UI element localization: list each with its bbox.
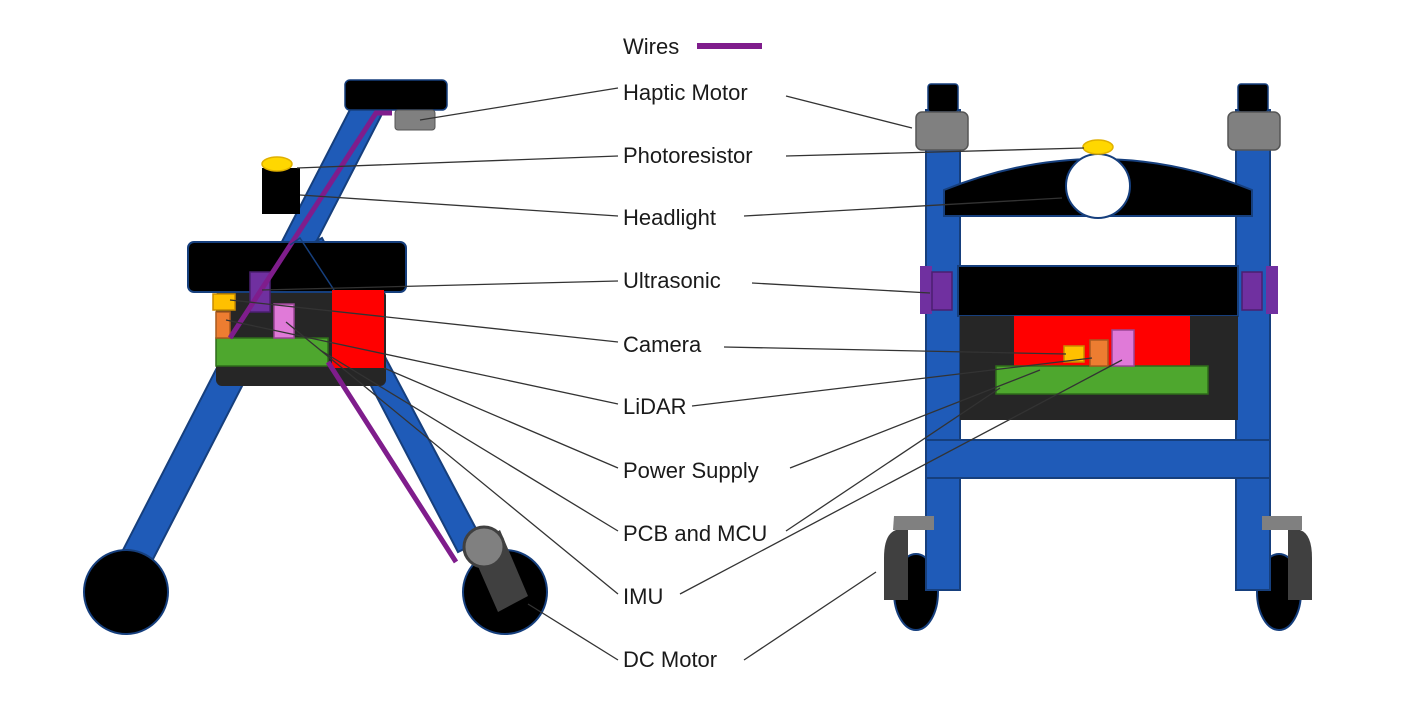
label-imu: IMU [623, 584, 663, 609]
side-dc-motor-cap [462, 525, 506, 569]
front-right-caster-arm [1288, 530, 1312, 600]
leader-ultrasonic-right [751, 282, 931, 294]
leader-photo-left [296, 155, 619, 169]
front-view [884, 83, 1312, 631]
front-ultrasonic-bar [957, 265, 1239, 317]
leader-lidar-left [225, 319, 619, 405]
side-camera [212, 293, 236, 311]
side-lidar [215, 311, 231, 339]
front-right-caster [1262, 516, 1302, 530]
leader-haptic-right [785, 95, 913, 129]
side-wire [227, 110, 392, 340]
front-imu [1111, 329, 1135, 367]
side-front-wheel [83, 549, 169, 635]
leader-headlight-right [743, 197, 1063, 217]
front-photoresistor [1082, 139, 1114, 155]
front-left-handle [927, 83, 959, 113]
front-right-handle [1237, 83, 1269, 113]
leader-dcmotor-left [527, 603, 619, 661]
side-imu [273, 303, 295, 339]
label-photoresistor: Photoresistor [623, 143, 753, 168]
front-right-ultrasonic [1266, 266, 1278, 314]
side-wire-diag [289, 236, 335, 291]
label-pcb-mcu: PCB and MCU [623, 521, 767, 546]
leader-photo-right [785, 147, 1085, 157]
side-seat [187, 241, 407, 293]
side-photoresistor [261, 156, 293, 172]
side-pcb [215, 337, 329, 367]
front-left-caster-arm [884, 530, 908, 600]
label-haptic-motor: Haptic Motor [623, 80, 748, 105]
label-ultrasonic: Ultrasonic [623, 268, 721, 293]
side-haptic-motor [394, 109, 436, 131]
leader-haptic-left [419, 87, 619, 121]
front-left-ultrasonic-sensor [931, 271, 953, 311]
front-right-haptic-motor [1227, 111, 1281, 151]
leader-pcb-right [785, 387, 1001, 532]
front-headlight [1065, 153, 1131, 219]
front-left-ultrasonic [920, 266, 932, 314]
leader-lines [225, 87, 1123, 661]
leader-camera-right [723, 346, 1067, 355]
leader-pcb-left [319, 349, 619, 532]
side-view [83, 79, 548, 635]
label-power-supply: Power Supply [623, 458, 759, 483]
leader-dcmotor-right [743, 571, 877, 661]
label-camera: Camera [623, 332, 702, 357]
label-headlight: Headlight [623, 205, 716, 230]
leader-imu-left [285, 321, 619, 595]
label-lidar: LiDAR [623, 394, 687, 419]
leader-camera-left [229, 299, 619, 343]
leader-imu-right [679, 359, 1123, 595]
front-left-caster [893, 516, 934, 530]
front-lidar [1089, 339, 1109, 367]
side-power-supply [332, 290, 384, 368]
leader-power-right [789, 369, 1041, 469]
leader-headlight-left [299, 194, 619, 217]
front-crossbar [925, 439, 1271, 479]
leader-ultrasonic-left [261, 280, 619, 291]
side-headlight [262, 168, 300, 214]
label-wires: Wires [623, 34, 679, 59]
front-right-ultrasonic-sensor [1241, 271, 1263, 311]
side-handle [344, 79, 448, 111]
side-wire-rear [325, 360, 459, 564]
leader-power-left [383, 367, 619, 469]
front-left-haptic-motor [915, 111, 969, 151]
label-dc-motor: DC Motor [623, 647, 717, 672]
leader-lidar-right [691, 357, 1093, 407]
